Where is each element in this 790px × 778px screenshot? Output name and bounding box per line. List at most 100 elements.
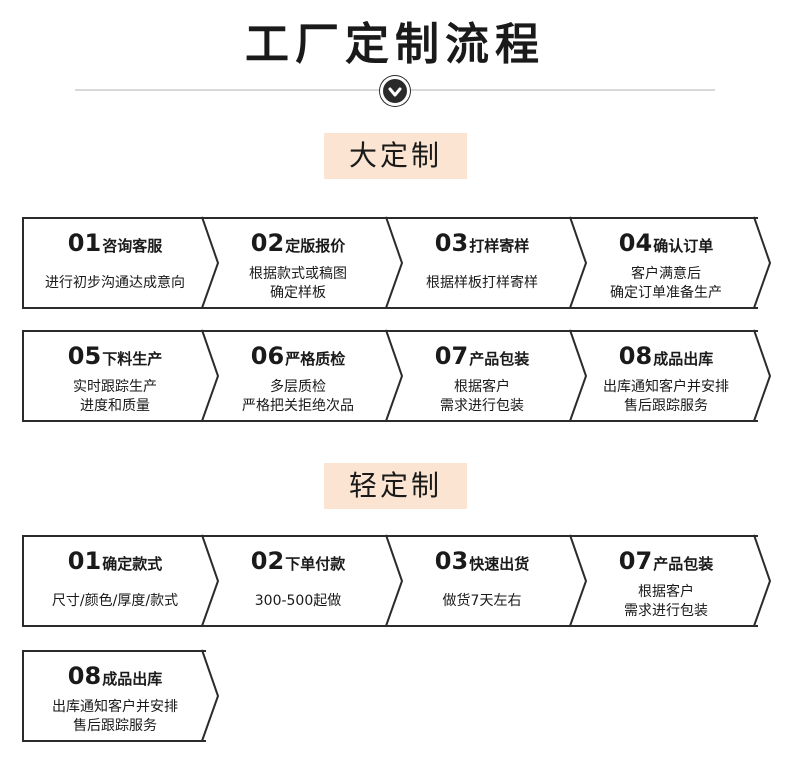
step-description: 实时跟踪生产进度和质量 [24, 378, 206, 416]
step-number: 03 [434, 229, 469, 257]
step-heading: 07产品包装 [574, 547, 758, 575]
chevron-right-icon [569, 534, 588, 627]
step-number: 05 [67, 342, 102, 370]
step-description-line: 根据款式或稿图 [249, 266, 347, 282]
step-description-line: 需求进行包装 [624, 603, 708, 619]
step-title: 产品包装 [653, 555, 714, 573]
step-title: 定版报价 [285, 237, 346, 255]
process-step-06: 06严格质检多层质检严格把关拒绝次品 [206, 329, 404, 422]
step-title: 下单付款 [285, 555, 346, 573]
step-title: 下料生产 [102, 350, 163, 368]
step-description-line: 售后跟踪服务 [73, 718, 157, 734]
process-step-01: 01咨询客服进行初步沟通达成意向 [22, 216, 220, 309]
process-step-08: 08成品出库出库通知客户并安排售后跟踪服务 [574, 329, 772, 422]
step-description: 根据样板打样寄样 [390, 274, 574, 293]
process-step-02: 02下单付款 300-500起做 [206, 534, 404, 627]
step-number: 07 [618, 547, 653, 575]
step-description: 根据客户需求进行包装 [390, 378, 574, 416]
step-number: 08 [618, 342, 653, 370]
step-title: 严格质检 [285, 350, 346, 368]
step-description: 客户满意后确定订单准备生产 [574, 265, 758, 303]
step-description-line: 根据客户 [454, 379, 510, 395]
chevron-right-icon [201, 216, 220, 309]
section-tag-light-custom: 轻定制 [324, 463, 467, 509]
step-heading: 07产品包装 [390, 342, 574, 370]
step-number: 01 [67, 547, 102, 575]
step-description: 多层质检严格把关拒绝次品 [206, 378, 390, 416]
step-description-line: 进度和质量 [80, 398, 150, 414]
step-heading: 02定版报价 [206, 229, 390, 257]
process-step-08: 08成品出库出库通知客户并安排售后跟踪服务 [22, 649, 220, 742]
process-step-03: 03快速出货做货7天左右 [390, 534, 588, 627]
step-heading: 03快速出货 [390, 547, 574, 575]
chevron-right-icon [753, 329, 772, 422]
step-heading: 05下料生产 [24, 342, 206, 370]
step-heading: 04确认订单 [574, 229, 758, 257]
chevron-right-icon [385, 329, 404, 422]
step-description-line: 进行初步沟通达成意向 [45, 275, 185, 291]
step-description-line: 出库通知客户并安排 [603, 379, 729, 395]
step-title: 咨询客服 [102, 237, 163, 255]
step-title: 打样寄样 [469, 237, 530, 255]
step-description: 进行初步沟通达成意向 [24, 274, 206, 293]
step-number: 03 [434, 547, 469, 575]
step-description-line: 确定订单准备生产 [610, 285, 722, 301]
step-description-line: 需求进行包装 [440, 398, 524, 414]
step-description: 根据客户需求进行包装 [574, 583, 758, 621]
chevron-right-icon [201, 649, 220, 742]
step-title: 确定款式 [102, 555, 163, 573]
process-step-03: 03打样寄样根据样板打样寄样 [390, 216, 588, 309]
step-title: 成品出库 [653, 350, 714, 368]
process-step-05: 05下料生产实时跟踪生产进度和质量 [22, 329, 220, 422]
chevron-right-icon [385, 216, 404, 309]
step-number: 04 [618, 229, 653, 257]
step-description: 做货7天左右 [390, 592, 574, 611]
process-step-07: 07产品包装根据客户需求进行包装 [574, 534, 772, 627]
step-description-line: 客户满意后 [631, 266, 701, 282]
step-title: 成品出库 [102, 670, 163, 688]
step-description-line: 300-500起做 [254, 593, 342, 609]
chevron-right-icon [201, 329, 220, 422]
step-heading: 02下单付款 [206, 547, 390, 575]
chevron-right-icon [753, 216, 772, 309]
step-number: 08 [67, 662, 102, 690]
step-heading: 01确定款式 [24, 547, 206, 575]
step-heading: 06严格质检 [206, 342, 390, 370]
chevron-down-icon [380, 76, 410, 106]
step-number: 06 [250, 342, 285, 370]
page-title: 工厂定制流程 [245, 19, 545, 70]
section-tag-full-custom: 大定制 [324, 133, 467, 179]
step-description-line: 根据客户 [638, 584, 694, 600]
step-number: 02 [250, 547, 285, 575]
chevron-right-icon [753, 534, 772, 627]
process-step-04: 04确认订单客户满意后确定订单准备生产 [574, 216, 772, 309]
step-description-line: 根据样板打样寄样 [426, 275, 538, 291]
step-description-line: 多层质检 [270, 379, 326, 395]
chevron-right-icon [385, 534, 404, 627]
process-step-02: 02定版报价根据款式或稿图确定样板 [206, 216, 404, 309]
process-step-01: 01确定款式尺寸/颜色/厚度/款式 [22, 534, 220, 627]
step-description: 根据款式或稿图确定样板 [206, 265, 390, 303]
step-number: 07 [434, 342, 469, 370]
step-heading: 08成品出库 [24, 662, 206, 690]
step-description-line: 实时跟踪生产 [73, 379, 157, 395]
step-description: 出库通知客户并安排售后跟踪服务 [24, 698, 206, 736]
chevron-right-icon [569, 329, 588, 422]
step-description: 出库通知客户并安排售后跟踪服务 [574, 378, 758, 416]
process-step-07: 07产品包装根据客户需求进行包装 [390, 329, 588, 422]
step-description: 300-500起做 [206, 592, 390, 611]
step-description: 尺寸/颜色/厚度/款式 [24, 592, 206, 611]
step-description-line: 严格把关拒绝次品 [242, 398, 354, 414]
step-description-line: 确定样板 [270, 285, 326, 301]
step-description-line: 做货7天左右 [442, 593, 522, 609]
step-title: 确认订单 [653, 237, 714, 255]
step-heading: 03打样寄样 [390, 229, 574, 257]
step-description-line: 尺寸/颜色/厚度/款式 [51, 593, 179, 609]
step-heading: 08成品出库 [574, 342, 758, 370]
step-title: 快速出货 [469, 555, 530, 573]
step-heading: 01咨询客服 [24, 229, 206, 257]
step-number: 02 [250, 229, 285, 257]
step-description-line: 售后跟踪服务 [624, 398, 708, 414]
chevron-right-icon [201, 534, 220, 627]
chevron-right-icon [569, 216, 588, 309]
